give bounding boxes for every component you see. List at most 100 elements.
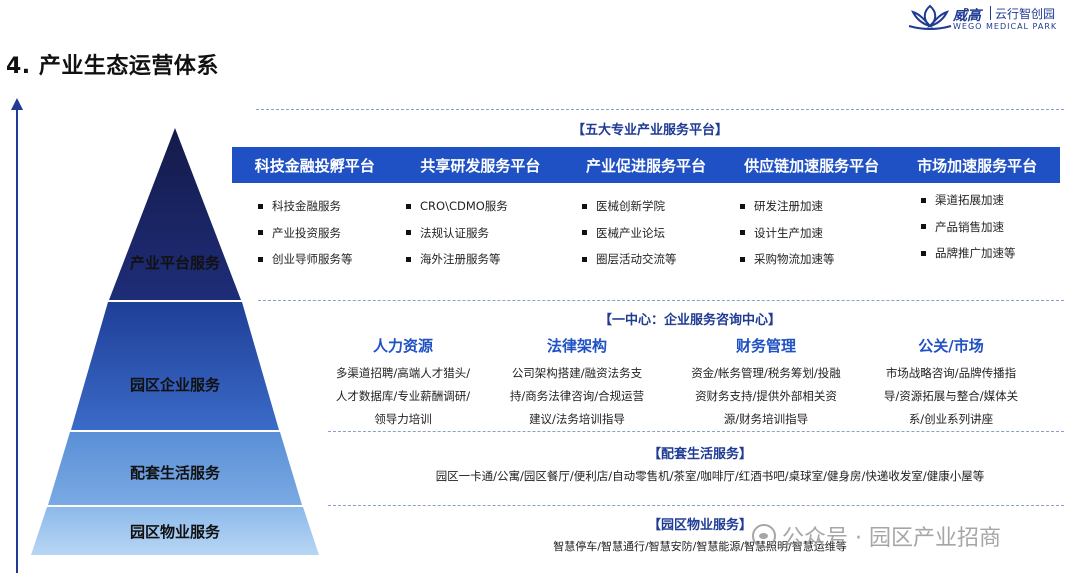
list-item: 品牌推广加速等 bbox=[921, 240, 1016, 267]
center-column-text: 市场战略咨询/品牌传播指 导/资源拓展与整合/媒体关 系/创业系列讲座 bbox=[866, 362, 1036, 431]
center-column-pr: 公关/市场 市场战略咨询/品牌传播指 导/资源拓展与整合/媒体关 系/创业系列讲… bbox=[866, 335, 1036, 431]
up-arrow-icon bbox=[10, 98, 23, 110]
platform-list: CRO\CDMO服务 法规认证服务 海外注册服务等 bbox=[406, 193, 508, 273]
center-column-text: 公司架构搭建/融资法务支 持/商务法律咨询/合规运营 建议/法务培训指导 bbox=[492, 362, 662, 431]
center-column-legal: 法律架构 公司架构搭建/融资法务支 持/商务法律咨询/合规运营 建议/法务培训指… bbox=[492, 335, 662, 431]
list-item-text: CRO\CDMO服务 bbox=[420, 199, 508, 213]
logo-park-name: 云行智创园 bbox=[995, 7, 1056, 21]
platform-title: 供应链加速服务平台 bbox=[744, 156, 880, 175]
list-item: 医械产业论坛 bbox=[582, 220, 677, 247]
divider-platform bbox=[258, 300, 1064, 301]
center-column-hr: 人力资源 多渠道招聘/高端人才猎头/ 人才数据库/专业薪酬调研/ 领导力培训 bbox=[318, 335, 488, 431]
life-heading: 【配套生活服务】 bbox=[647, 447, 753, 462]
list-item-text: 研发注册加速 bbox=[754, 199, 823, 213]
platform-title: 共享研发服务平台 bbox=[420, 156, 541, 175]
pyramid-tier-platform bbox=[109, 128, 241, 300]
bullet-icon bbox=[921, 224, 926, 230]
text-line: 多渠道招聘/高端人才猎头/ bbox=[335, 366, 471, 380]
center-column-finance: 财务管理 资金/帐务管理/税务筹划/投融 资财务支持/提供外部相关资 源/财务培… bbox=[681, 335, 851, 431]
center-column-title: 人力资源 bbox=[372, 337, 433, 355]
list-item-text: 医械产业论坛 bbox=[596, 225, 665, 240]
list-item-text: 品牌推广加速等 bbox=[935, 246, 1016, 260]
tier-label-property: 园区物业服务 bbox=[129, 523, 221, 541]
watermark-text: 公众号 · 园区产业招商 bbox=[782, 526, 1001, 551]
center-column-text: 资金/帐务管理/税务筹划/投融 资财务支持/提供外部相关资 源/财务培训指导 bbox=[681, 362, 851, 431]
text-line: 资金/帐务管理/税务筹划/投融 bbox=[691, 366, 841, 380]
text-line: 市场战略咨询/品牌传播指 bbox=[885, 366, 1017, 380]
list-item: 创业导师服务等 bbox=[258, 246, 353, 273]
platform-list: 研发注册加速 设计生产加速 采购物流加速等 bbox=[740, 193, 835, 273]
brand-logo: 威高 云行智创园 WEGO MEDICAL PARK bbox=[905, 2, 1075, 34]
watermark: 公众号 · 园区产业招商 bbox=[752, 520, 1001, 552]
text-line: 持/商务法律咨询/合规运营 bbox=[509, 389, 645, 403]
logo-english-name: WEGO MEDICAL PARK bbox=[953, 22, 1058, 31]
list-item: 产品销售加速 bbox=[921, 214, 1016, 241]
platform-bar: 科技金融投孵平台 共享研发服务平台 产业促进服务平台 供应链加速服务平台 市场加… bbox=[232, 147, 1060, 183]
bullet-icon bbox=[258, 203, 263, 209]
list-item-text: 设计生产加速 bbox=[754, 225, 823, 240]
bullet-icon bbox=[921, 197, 926, 203]
list-item-text: 医械创新学院 bbox=[596, 199, 665, 213]
list-item-text: 渠道拓展加速 bbox=[935, 193, 1004, 207]
list-item: 法规认证服务 bbox=[406, 220, 508, 247]
platform-title: 科技金融投孵平台 bbox=[254, 156, 375, 175]
text-line: 系/创业系列讲座 bbox=[908, 412, 994, 426]
list-item-text: 创业导师服务等 bbox=[272, 252, 353, 266]
bullet-icon bbox=[740, 256, 745, 262]
list-item: 圈层活动交流等 bbox=[582, 246, 677, 273]
bullet-icon bbox=[582, 230, 587, 236]
platform-title: 产业促进服务平台 bbox=[585, 156, 706, 175]
logo-divider bbox=[990, 6, 991, 20]
platform-list: 医械创新学院 医械产业论坛 圈层活动交流等 bbox=[582, 193, 677, 273]
bullet-icon bbox=[406, 203, 411, 209]
divider-top bbox=[256, 109, 1064, 110]
list-item-text: 圈层活动交流等 bbox=[596, 252, 677, 266]
list-item: 采购物流加速等 bbox=[740, 246, 835, 273]
center-column-title: 公关/市场 bbox=[918, 337, 984, 355]
list-item-text: 科技金融服务 bbox=[272, 199, 341, 213]
list-item: 渠道拓展加速 bbox=[921, 187, 1016, 214]
bullet-icon bbox=[921, 250, 926, 256]
bullet-icon bbox=[406, 230, 411, 236]
life-services-text: 园区一卡通/公寓/园区餐厅/便利店/自动零售机/茶室/咖啡厅/红酒书吧/桌球室/… bbox=[435, 469, 985, 483]
tier-label-life: 配套生活服务 bbox=[129, 464, 221, 482]
property-heading: 【园区物业服务】 bbox=[647, 518, 753, 533]
bullet-icon bbox=[258, 230, 263, 236]
list-item-text: 海外注册服务等 bbox=[420, 252, 501, 266]
list-item-text: 法规认证服务 bbox=[420, 225, 489, 240]
bullet-icon bbox=[740, 230, 745, 236]
center-heading: 【一中心：企业服务咨询中心】 bbox=[598, 313, 782, 328]
list-item: CRO\CDMO服务 bbox=[406, 193, 508, 220]
list-item-text: 采购物流加速等 bbox=[754, 252, 835, 266]
center-column-title: 法律架构 bbox=[546, 337, 607, 355]
center-column-text: 多渠道招聘/高端人才猎头/ 人才数据库/专业薪酬调研/ 领导力培训 bbox=[318, 362, 488, 431]
text-line: 人才数据库/专业薪酬调研/ bbox=[335, 389, 471, 403]
list-item: 产业投资服务 bbox=[258, 220, 353, 247]
text-line: 资财务支持/提供外部相关资 bbox=[695, 389, 837, 403]
list-item: 设计生产加速 bbox=[740, 220, 835, 247]
pyramid-tier-enterprise bbox=[71, 302, 279, 430]
list-item: 海外注册服务等 bbox=[406, 246, 508, 273]
text-line: 领导力培训 bbox=[374, 412, 432, 426]
lotus-logo-icon bbox=[908, 4, 952, 30]
list-item: 研发注册加速 bbox=[740, 193, 835, 220]
text-line: 公司架构搭建/融资法务支 bbox=[511, 366, 643, 380]
platform-heading: 【五大专业产业服务平台】 bbox=[571, 123, 729, 138]
tier-label-platform: 产业平台服务 bbox=[129, 254, 221, 272]
bullet-icon bbox=[740, 203, 745, 209]
text-line: 导/资源拓展与整合/媒体关 bbox=[883, 389, 1019, 403]
list-item: 医械创新学院 bbox=[582, 193, 677, 220]
page-title: 4. 产业生态运营体系 bbox=[6, 54, 219, 79]
bullet-icon bbox=[406, 256, 411, 262]
logo-brand-name: 威高 bbox=[953, 8, 981, 24]
text-line: 建议/法务培训指导 bbox=[529, 412, 625, 426]
center-column-title: 财务管理 bbox=[735, 337, 796, 355]
list-item-text: 产业投资服务 bbox=[272, 225, 341, 240]
list-item: 科技金融服务 bbox=[258, 193, 353, 220]
platform-title: 市场加速服务平台 bbox=[917, 156, 1038, 175]
divider-center bbox=[328, 431, 1064, 432]
bullet-icon bbox=[258, 256, 263, 262]
platform-list: 科技金融服务 产业投资服务 创业导师服务等 bbox=[258, 193, 353, 273]
divider-life bbox=[328, 505, 1064, 506]
